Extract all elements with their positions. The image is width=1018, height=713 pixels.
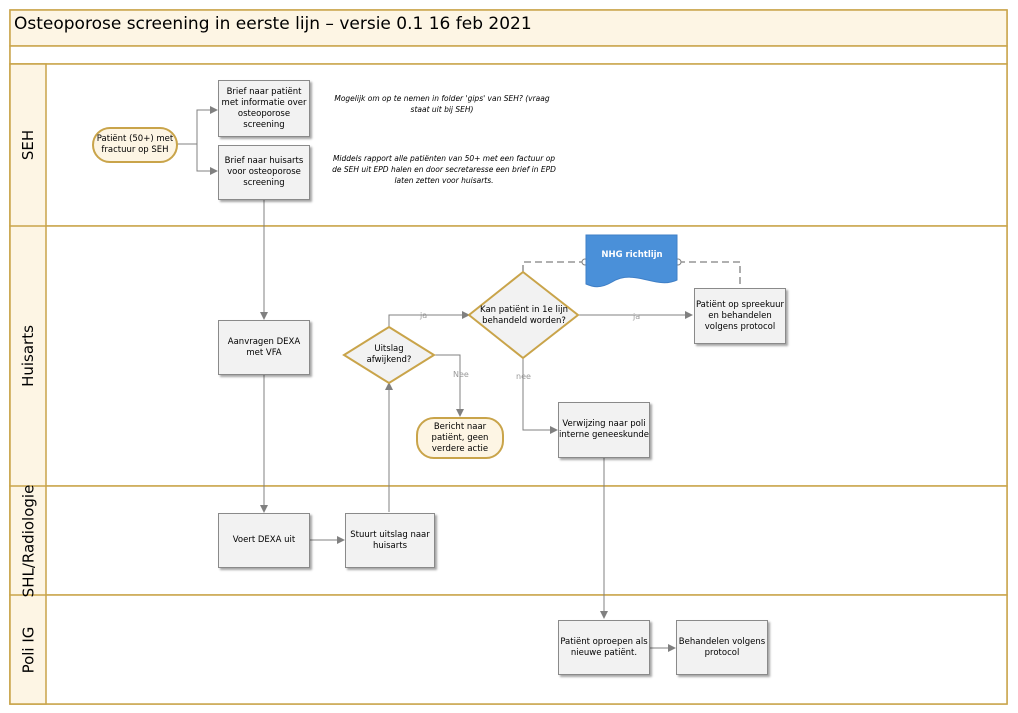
lane-label-poli: Poli IG <box>10 595 46 704</box>
lane-label-huisarts: Huisarts <box>10 226 46 486</box>
node-behandelen-protocol[interactable]: Behandelen volgens protocol <box>676 620 768 675</box>
node-brief-patient[interactable]: Brief naar patiënt met informatie over o… <box>218 80 310 137</box>
node-kan-patient[interactable]: Kan patiënt in 1e lijn behandeld worden? <box>480 305 568 326</box>
node-patient-spreekuur[interactable]: Patiënt op spreekuur en behandelen volge… <box>694 288 786 344</box>
node-aanvragen-dexa[interactable]: Aanvragen DEXA met VFA <box>218 320 310 375</box>
swimlanes <box>9 63 1008 705</box>
title-bar <box>9 9 1008 47</box>
lane-label-poli-text: Poli IG <box>19 626 37 673</box>
edge-label-nee-kan: nee <box>516 372 531 381</box>
edge-label-nee-uitslag: Nee <box>453 370 469 379</box>
node-patient-seh[interactable]: Patiënt (50+) met fractuur op SEH <box>92 127 178 163</box>
edge-uitslag-ja <box>388 311 470 327</box>
lane-poli <box>9 594 1008 705</box>
edge-kan-nee <box>522 358 558 434</box>
lane-label-radiologie-text: SHL/Radiologie <box>19 484 37 597</box>
decision-kan-patient-shape <box>467 270 580 360</box>
edge-label-ja-kan: ja <box>633 312 641 321</box>
edge-patient-to-brief-huisarts <box>177 143 218 175</box>
node-uitslag-afwijkend[interactable]: Uitslag afwijkend? <box>366 344 412 365</box>
edge-uitslag-nee <box>434 354 464 417</box>
nhg-document-shape <box>585 234 678 288</box>
note-rapport: Middels rapport alle patiënten van 50+ m… <box>332 154 556 185</box>
lane-header-column <box>9 63 47 705</box>
note-folder: Mogelijk om op te nemen in folder 'gips'… <box>334 94 550 114</box>
node-bericht-patient[interactable]: Bericht naar patiënt, geen verdere actie <box>416 417 504 459</box>
edge-label-ja-uitslag: ja <box>420 311 428 320</box>
node-stuurt-uitslag[interactable]: Stuurt uitslag naar huisarts <box>345 513 435 568</box>
lane-radiologie <box>9 485 1008 596</box>
node-verwijzing-poli[interactable]: Verwijzing naar poli interne geneeskunde <box>558 402 650 458</box>
connectors <box>177 106 693 652</box>
node-patient-oproepen[interactable]: Patiënt oproepen als nieuwe patiënt. <box>558 620 650 675</box>
header-spacer <box>9 45 1008 65</box>
lane-label-seh: SEH <box>10 64 46 226</box>
node-nhg-richtlijn[interactable]: NHG richtlijn <box>601 250 663 260</box>
lane-label-radiologie: SHL/Radiologie <box>10 484 46 597</box>
node-voert-dexa[interactable]: Voert DEXA uit <box>218 513 310 568</box>
lane-label-seh-text: SEH <box>19 129 37 161</box>
lane-label-huisarts-text: Huisarts <box>19 325 38 387</box>
diagram-title: Osteoporose screening in eerste lijn – v… <box>14 14 532 34</box>
lane-huisarts <box>9 225 1008 487</box>
decision-uitslag-shape <box>342 325 436 385</box>
nhg-association <box>522 261 741 288</box>
dashed-link-decision-nhg <box>522 261 585 272</box>
node-brief-huisarts[interactable]: Brief naar huisarts voor osteoporose scr… <box>218 145 310 200</box>
dashed-link-nhg-spreekuur <box>678 261 741 288</box>
